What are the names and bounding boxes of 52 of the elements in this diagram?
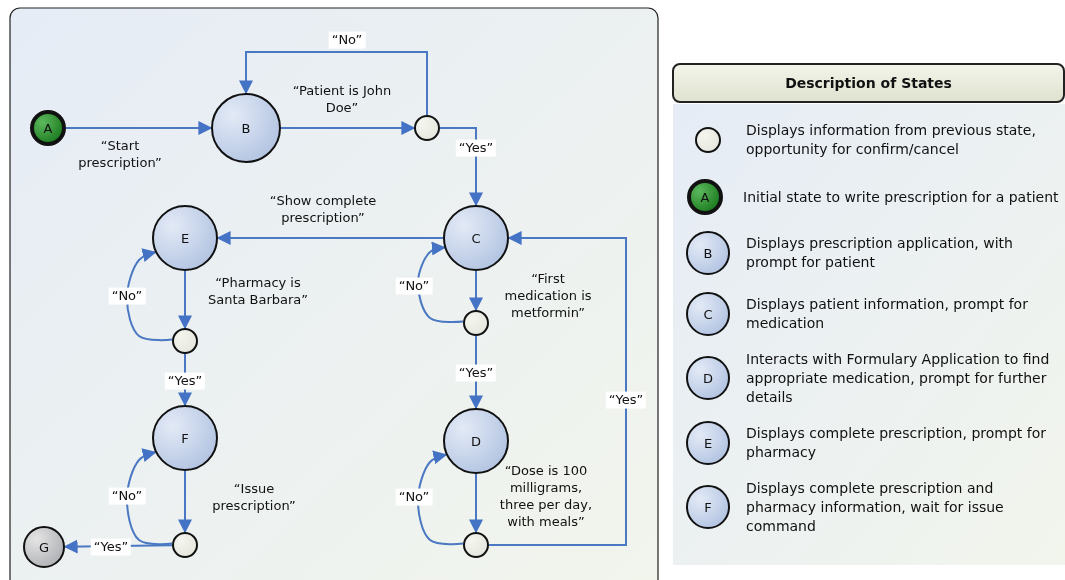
- edge-label: “Yes”: [605, 391, 647, 409]
- legend-header-box: [672, 63, 1065, 103]
- arrow: [65, 121, 213, 135]
- arrow: [469, 473, 483, 534]
- edge-label: “Yes”: [455, 139, 497, 157]
- edge-label: “Dose is 100 milligrams, three per day, with meals”: [498, 463, 594, 531]
- arrow: [280, 121, 416, 135]
- arrow: [439, 127, 483, 207]
- state-description: Initial state to write prescription for a patient: [743, 187, 1060, 207]
- edge-label: “No”: [395, 488, 433, 506]
- edge-label: “Yes”: [455, 364, 497, 382]
- edge-label: “No”: [395, 277, 433, 295]
- state-description: Displays complete prescription, prompt for pharmacy: [746, 424, 1047, 462]
- arrow: [178, 270, 192, 330]
- state-letter: A: [700, 189, 710, 205]
- edge-label: “Patient is John Doe”: [292, 83, 392, 117]
- legend-title: Description of States: [785, 75, 952, 91]
- state-letter: B: [241, 120, 251, 136]
- arrow: [178, 470, 192, 534]
- edge-label: “Yes”: [164, 372, 206, 390]
- state-letter: B: [703, 245, 713, 261]
- state-letter: C: [703, 306, 713, 322]
- state-description: Interacts with Formulary Application to find appropriate medication, prompt for further details: [746, 349, 1051, 407]
- arrow: [239, 51, 428, 116]
- edge-label: “No”: [108, 487, 146, 505]
- state-letter: D: [703, 370, 713, 386]
- state-description: Displays information from previous state, opportunity for confirm/cancel: [746, 121, 1037, 159]
- edge-label: “Yes”: [90, 538, 132, 556]
- state-letter: D: [471, 433, 481, 449]
- edge-label: “First medication is metformin”: [503, 270, 593, 322]
- arrow: [488, 231, 627, 546]
- arrow: [417, 450, 465, 546]
- state-letter: F: [704, 499, 712, 515]
- state-letter: C: [471, 230, 481, 246]
- arrow: [417, 241, 465, 324]
- state-letter: G: [38, 539, 50, 555]
- state-description: Displays patient information, prompt for medication: [746, 295, 1029, 333]
- arrow: [216, 231, 444, 245]
- state-letter: F: [181, 430, 189, 446]
- state-letter: E: [703, 435, 713, 451]
- edge-label: “Show complete prescription”: [268, 193, 378, 227]
- state-description: Displays prescription application, with prompt for patient: [746, 234, 1014, 272]
- edge-label: “No”: [108, 287, 146, 305]
- state-description: Displays complete prescription and pharmacy information, wait for issue command: [746, 478, 1005, 536]
- state-letter: A: [43, 120, 53, 136]
- edge-label: “Start prescription”: [77, 138, 163, 172]
- edge-label: “Pharmacy is Santa Barbara”: [206, 275, 310, 309]
- edge-label: “Issue prescription”: [211, 481, 297, 515]
- arrow: [126, 248, 174, 342]
- state-letter: E: [180, 230, 190, 246]
- edge-label: “No”: [328, 31, 366, 49]
- arrow: [469, 270, 483, 312]
